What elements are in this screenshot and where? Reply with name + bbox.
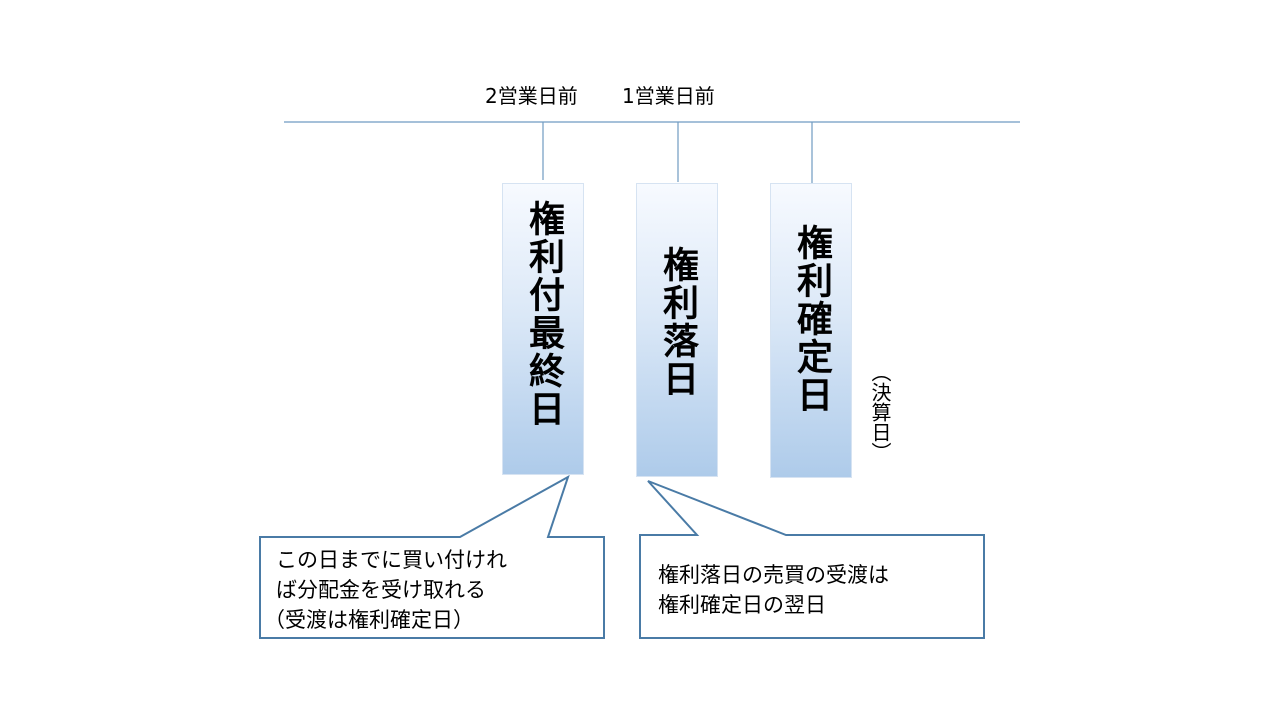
pillar-record-date: 権利確定日	[770, 183, 852, 478]
settlement-date-note: （決算日）	[868, 362, 892, 462]
callout-box-right	[639, 480, 985, 639]
callout-line: ば分配金を受け取れる	[276, 578, 486, 602]
pillar-label: 権利確定日	[791, 224, 832, 414]
callout-line: 権利落日の売買の受渡は	[658, 563, 889, 587]
pillar-label: 権利落日	[657, 246, 698, 398]
callout-right-text: 権利落日の売買の受渡は 権利確定日の翌日	[658, 560, 889, 620]
label-1-business-day-before: 1営業日前	[622, 84, 715, 108]
pillar-ex-rights-day: 権利落日	[636, 183, 718, 477]
callout-line: 権利確定日の翌日	[658, 593, 826, 617]
callout-box-left	[259, 474, 605, 639]
label-2-business-days-before: 2営業日前	[485, 84, 578, 108]
callout-line: （受渡は権利確定日）	[264, 608, 474, 632]
callout-left-text: この日までに買い付けれ ば分配金を受け取れる （受渡は権利確定日）	[264, 545, 507, 635]
pillar-last-cum-rights-day: 権利付最終日	[502, 183, 584, 475]
callout-line: この日までに買い付けれ	[276, 548, 507, 572]
pillar-label: 権利付最終日	[523, 200, 564, 428]
